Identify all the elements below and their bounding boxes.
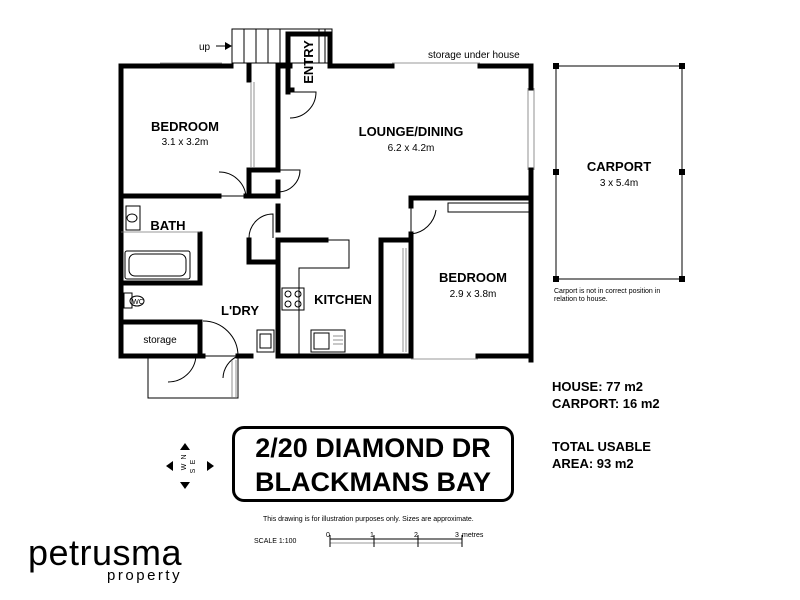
logo-main-text: petrusma [28,532,183,573]
area-stats-house-carport: HOUSE: 77 m2 CARPORT: 16 m2 [552,378,660,412]
compass-icon: N W E S [166,443,214,489]
laundry-name: L'DRY [221,303,259,318]
compass-s: S [190,468,197,473]
bedroom2-dims: 2.9 x 3.8m [450,289,497,300]
carport-note-line2: relation to house. [554,296,608,303]
storage-name: storage [143,335,177,346]
carport-area: CARPORT: 16 m2 [552,396,660,411]
address-line2: BLACKMANS BAY [254,467,491,497]
bath-name: BATH [150,218,185,233]
scale-bar: SCALE 1:100 0 1 2 3 metres [254,532,484,547]
up-label: up [199,42,211,53]
compass-e: E [190,459,197,464]
scale-tick-0: 0 [326,532,330,539]
compass-w: W [181,463,188,470]
total-usable-area: AREA: 93 m2 [552,456,634,471]
scale-tick-3: 3 [455,532,459,539]
up-arrow-icon [216,42,232,50]
total-usable-label: TOTAL USABLE [552,439,651,454]
wc-label: WC [132,299,144,306]
address-box: 2/20 DIAMOND DR BLACKMANS BAY [232,426,514,502]
house-area: HOUSE: 77 m2 [552,379,644,394]
interior-details [118,62,535,399]
carport-name: CARPORT [587,159,651,174]
scale-tick-2: 2 [414,532,418,539]
lounge-dims: 6.2 x 4.2m [388,143,435,154]
bedroom1-name: BEDROOM [151,119,219,134]
kitchen-name: KITCHEN [314,292,372,307]
address-line1: 2/20 DIAMOND DR [255,433,491,463]
carport [553,63,685,282]
scale-units: metres [462,532,484,539]
lounge-name: LOUNGE/DINING [359,124,464,139]
carport-dims: 3 x 5.4m [600,178,638,189]
carport-note-line1: Carport is not in correct position in [554,288,660,295]
brand-logo: petrusma property [28,532,183,585]
disclaimer: This drawing is for illustration purpose… [263,516,474,523]
scale-tick-1: 1 [370,532,374,539]
entry-name: ENTRY [301,40,316,84]
house-walls [118,31,534,363]
logo-sub-text: property [107,567,183,584]
bedroom2-name: BEDROOM [439,270,507,285]
scale-label: SCALE 1:100 [254,538,297,545]
storage-under-house-label: storage under house [428,50,520,61]
bedroom1-dims: 3.1 x 3.2m [162,137,209,148]
area-stats-total: TOTAL USABLE AREA: 93 m2 [552,438,651,472]
compass-n: N [181,454,188,459]
